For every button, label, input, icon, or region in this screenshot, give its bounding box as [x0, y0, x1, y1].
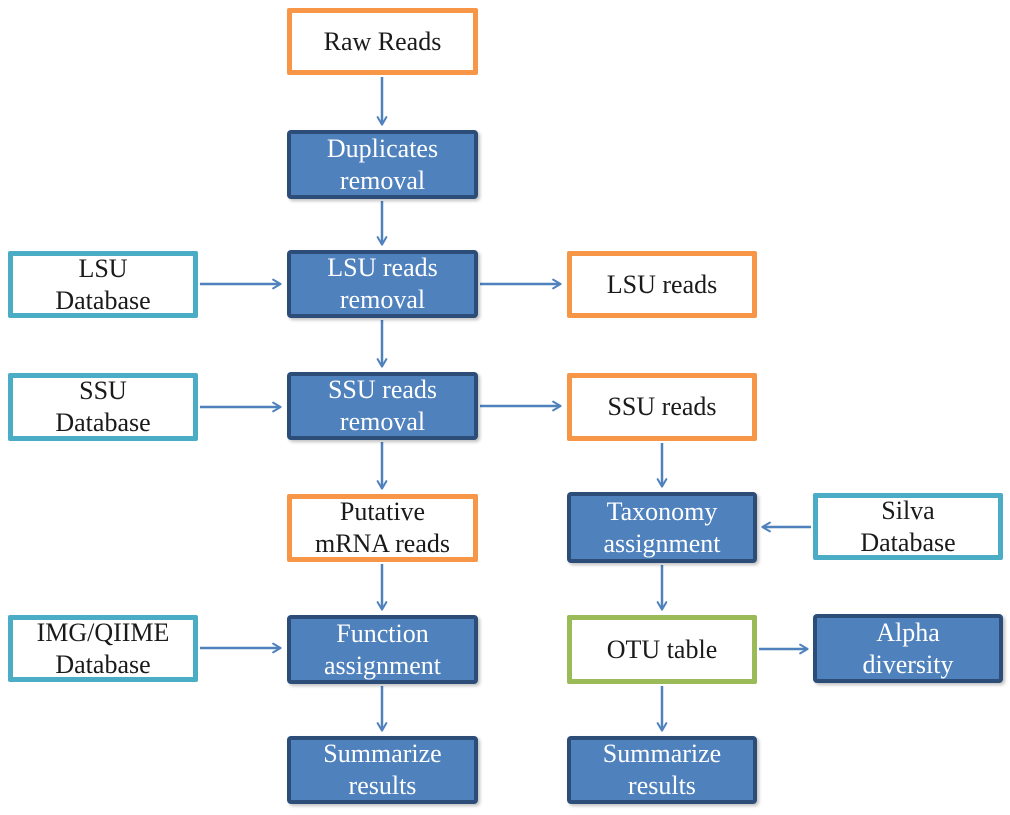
node-alpha-diversity: Alpha diversity [813, 614, 1003, 683]
node-otu-table-label: OTU table [606, 634, 718, 664]
node-ssu-database: SSU Database [8, 373, 198, 441]
node-summarize-results-left: Summarize results [287, 736, 478, 804]
node-lsu-reads: LSU reads [567, 251, 757, 318]
node-otu-table: OTU table [567, 615, 757, 684]
node-summarize-results-left-label: Summarize results [323, 739, 442, 800]
node-lsu-reads-removal: LSU reads removal [287, 250, 478, 318]
node-ssu-reads: SSU reads [567, 373, 757, 441]
node-lsu-reads-label: LSU reads [606, 269, 718, 299]
node-taxonomy-assignment-label: Taxonomy assignment [603, 496, 721, 558]
node-img-qiime-database-label: IMG/QIIME Database [36, 617, 170, 679]
node-raw-reads: Raw Reads [287, 8, 478, 75]
node-duplicates-removal-label: Duplicates removal [326, 133, 439, 195]
node-raw-reads-label: Raw Reads [323, 26, 442, 56]
node-lsu-reads-removal-label: LSU reads removal [327, 253, 438, 314]
node-alpha-diversity-label: Alpha diversity [862, 617, 954, 679]
node-ssu-reads-removal-label: SSU reads removal [327, 375, 438, 436]
node-lsu-database: LSU Database [8, 251, 198, 318]
node-taxonomy-assignment: Taxonomy assignment [567, 492, 757, 563]
node-silva-database: Silva Database [813, 493, 1003, 560]
node-duplicates-removal: Duplicates removal [287, 130, 478, 199]
node-lsu-database-label: LSU Database [55, 253, 151, 315]
node-summarize-results-right: Summarize results [567, 736, 757, 804]
node-img-qiime-database: IMG/QIIME Database [8, 615, 198, 682]
node-putative-mrna-reads: Putative mRNA reads [287, 494, 478, 562]
node-putative-mrna-reads-label: Putative mRNA reads [314, 497, 451, 558]
node-function-assignment-label: Function assignment [324, 618, 441, 680]
node-summarize-results-right-label: Summarize results [602, 739, 722, 800]
node-ssu-database-label: SSU Database [55, 376, 151, 437]
node-function-assignment: Function assignment [287, 615, 478, 684]
node-silva-database-label: Silva Database [860, 495, 956, 557]
node-ssu-reads-label: SSU reads [607, 392, 717, 422]
node-ssu-reads-removal: SSU reads removal [287, 372, 478, 440]
